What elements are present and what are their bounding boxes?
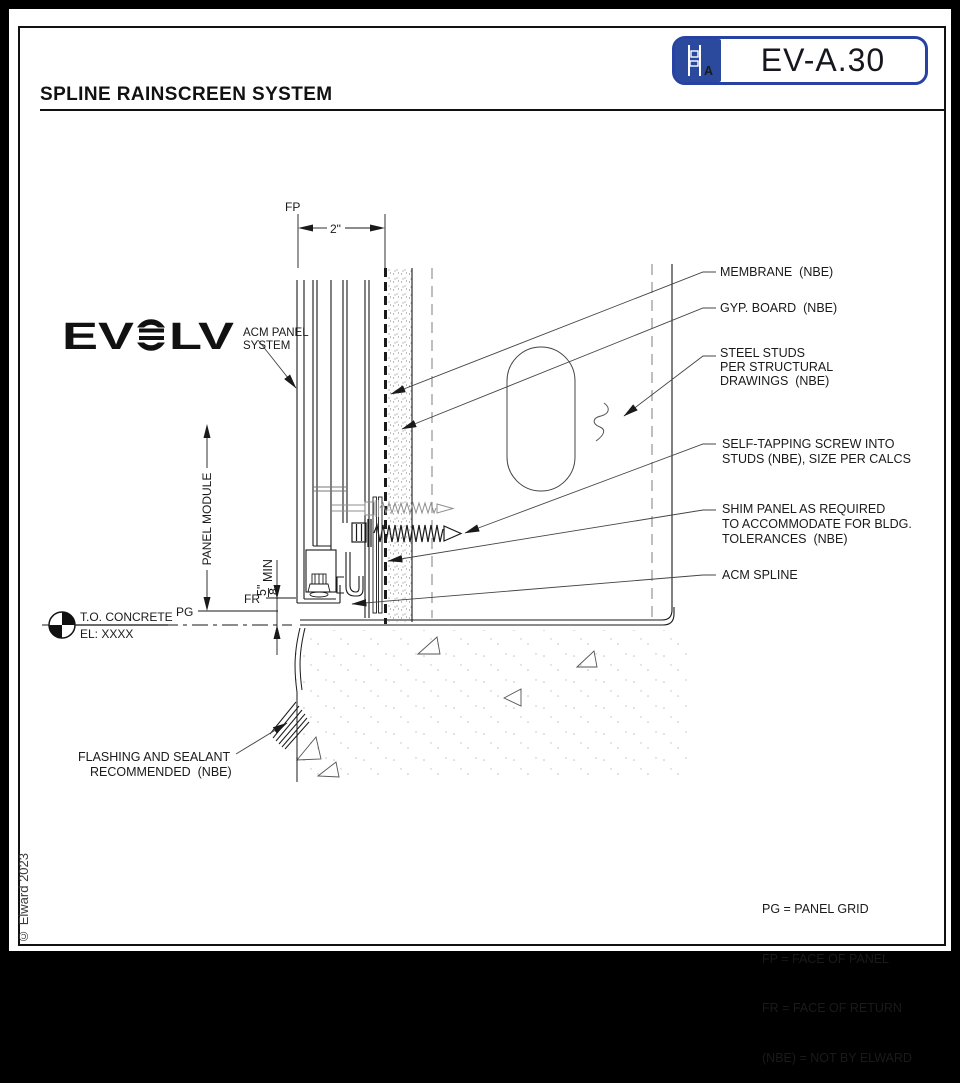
callout-studs-1: STEEL STUDS (720, 346, 805, 360)
logo-ev: EV (62, 316, 135, 358)
callout-screw-2: STUDS (NBE), SIZE PER CALCS (722, 452, 911, 466)
callout-flashing-1: FLASHING AND SEALANT (78, 750, 230, 764)
acm-panel (296, 280, 383, 618)
callout-flashing-2: RECOMMENDED (NBE) (90, 765, 232, 779)
callout-studs-3: DRAWINGS (NBE) (720, 374, 829, 388)
leader-lines (235, 271, 716, 755)
pg-label: PG (176, 605, 193, 619)
fp-label: FP (285, 200, 300, 214)
aggregate-symbol (296, 736, 322, 761)
aggregate-symbol (316, 761, 340, 778)
panel-module-label: PANEL MODULE (200, 473, 214, 566)
stud-knockout (506, 346, 576, 492)
drawing-sheet: { "sheet": { "title": "SPLINE RAINSCREEN… (9, 9, 951, 1065)
callout-membrane: MEMBRANE (NBE) (720, 265, 833, 279)
aggregate-symbol (416, 636, 441, 655)
min-gap-dim: 5" 8 MIN (255, 559, 281, 597)
callout-studs-2: PER STRUCTURAL (720, 360, 833, 374)
shim (372, 496, 377, 614)
shim (378, 496, 383, 614)
fr-label: FR (244, 592, 260, 606)
abbreviation-legend: PG = PANEL GRID FP = FACE OF PANEL FR = … (762, 868, 912, 1083)
dimensions (42, 214, 386, 655)
legend-pg: PG = PANEL GRID (762, 902, 869, 916)
acm-spline-hook (345, 552, 364, 597)
studs-leader (623, 355, 716, 417)
page-title: SPLINE RAINSCREEN SYSTEM (40, 84, 333, 105)
sheet-background (9, 9, 951, 951)
spline-leader (351, 574, 716, 607)
svg-text:A: A (704, 64, 713, 78)
logo-lv: LV (169, 316, 235, 358)
concrete (296, 630, 692, 780)
detail-thumbnail-icon: A (675, 39, 721, 82)
callout-shim-2: TO ACCOMMODATE FOR BLDG. (722, 517, 912, 531)
legend-fp: FP = FACE OF PANEL (762, 951, 890, 966)
legend-fr: FR = FACE OF RETURN (762, 1001, 902, 1015)
datum-label-line1: T.O. CONCRETE (80, 610, 173, 624)
title-underline (40, 109, 946, 111)
gyp-board (388, 268, 412, 622)
sheet-code: EV-A.30 (760, 42, 886, 78)
aggregate-symbol (502, 688, 522, 707)
flashing (269, 627, 310, 782)
spline-channel (305, 549, 337, 593)
frac-numerator: 5" (255, 585, 269, 596)
sheet-number-badge: A EV-A.30 (672, 36, 928, 85)
gyp-leader (401, 307, 716, 430)
aggregate-symbol (575, 650, 598, 668)
evolv-logo: EV LV ACM PANEL SYSTEM (62, 316, 309, 358)
logo-subtitle-1: ACM PANEL (243, 327, 309, 339)
screw-leader (464, 443, 716, 534)
stud-break-symbol (593, 402, 609, 442)
logo-o-glyph (135, 319, 167, 351)
callout-screw-1: SELF-TAPPING SCREW INTO (722, 437, 895, 451)
stud-track (300, 264, 673, 621)
shim-leader (387, 509, 716, 563)
flashing-leader (235, 722, 288, 755)
membrane-leader (390, 271, 716, 395)
upper-screw (332, 500, 455, 517)
legend-nbe: (NBE) = NOT BY ELWARD (762, 1050, 912, 1065)
callout-shim-1: SHIM PANEL AS REQUIRED (722, 502, 885, 516)
frac-denominator: 8 (267, 588, 281, 595)
panel-clip (336, 576, 344, 594)
width-dim-label: 2" (330, 222, 341, 236)
panel-system-leader (257, 339, 297, 389)
self-tapping-screw (351, 519, 463, 547)
min-label: MIN (261, 559, 275, 582)
logo-subtitle-2: SYSTEM (243, 340, 290, 352)
callout-spline: ACM SPLINE (722, 568, 798, 582)
detail-drawing: EV LV ACM PANEL SYSTEM FP 2" PANEL MODUL… (42, 200, 912, 782)
callout-shim-3: TOLERANCES (NBE) (722, 532, 848, 546)
copyright-text: © Elward 2023 (16, 853, 31, 944)
datum-label-line2: EL: XXXX (80, 627, 133, 641)
wall-assembly (300, 264, 675, 626)
callout-gyp: GYP. BOARD (NBE) (720, 301, 837, 315)
rivet (307, 573, 331, 598)
elevation-datum-marker (48, 611, 168, 639)
sheet-inner-border (18, 26, 946, 946)
